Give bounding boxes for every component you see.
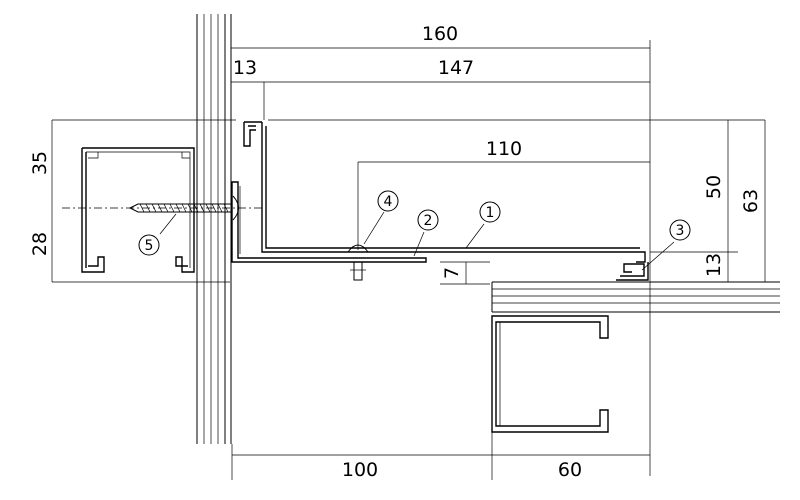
dim-offset-small: 7 [441, 267, 463, 279]
dim-right-lower: 13 [703, 253, 725, 277]
support-plate [231, 181, 427, 263]
dimension-lines [51, 40, 766, 480]
callout-1: 1 [486, 205, 495, 221]
wall-section [196, 14, 232, 444]
callout-5: 5 [145, 238, 154, 254]
dim-right-inner: 50 [703, 175, 725, 199]
callout-leaders [159, 211, 675, 271]
tray-profile [243, 121, 649, 281]
dim-right-outer: 63 [740, 189, 762, 213]
callout-2: 2 [424, 213, 433, 229]
dim-top-middle: 147 [438, 57, 474, 79]
dim-left-lower: 28 [29, 232, 51, 256]
lower-c-channel [491, 315, 609, 433]
dim-inner-length: 110 [486, 138, 522, 160]
dim-top-overall: 160 [422, 23, 458, 45]
callout-4-circle [377, 190, 399, 212]
callout-2-circle [417, 209, 439, 231]
left-c-channel [81, 147, 195, 273]
floor-slab [491, 281, 780, 313]
dim-bottom-right: 60 [558, 459, 582, 481]
callout-1-circle [479, 201, 501, 223]
rivet [347, 244, 369, 281]
callout-circles [138, 190, 691, 256]
callout-5-circle [138, 234, 160, 256]
callout-3: 3 [676, 223, 685, 239]
dim-left-upper: 35 [29, 151, 51, 175]
dim-top-left: 13 [233, 57, 257, 79]
dim-bottom-left: 100 [342, 459, 378, 481]
callout-4: 4 [384, 194, 393, 210]
callout-3-circle [669, 219, 691, 241]
